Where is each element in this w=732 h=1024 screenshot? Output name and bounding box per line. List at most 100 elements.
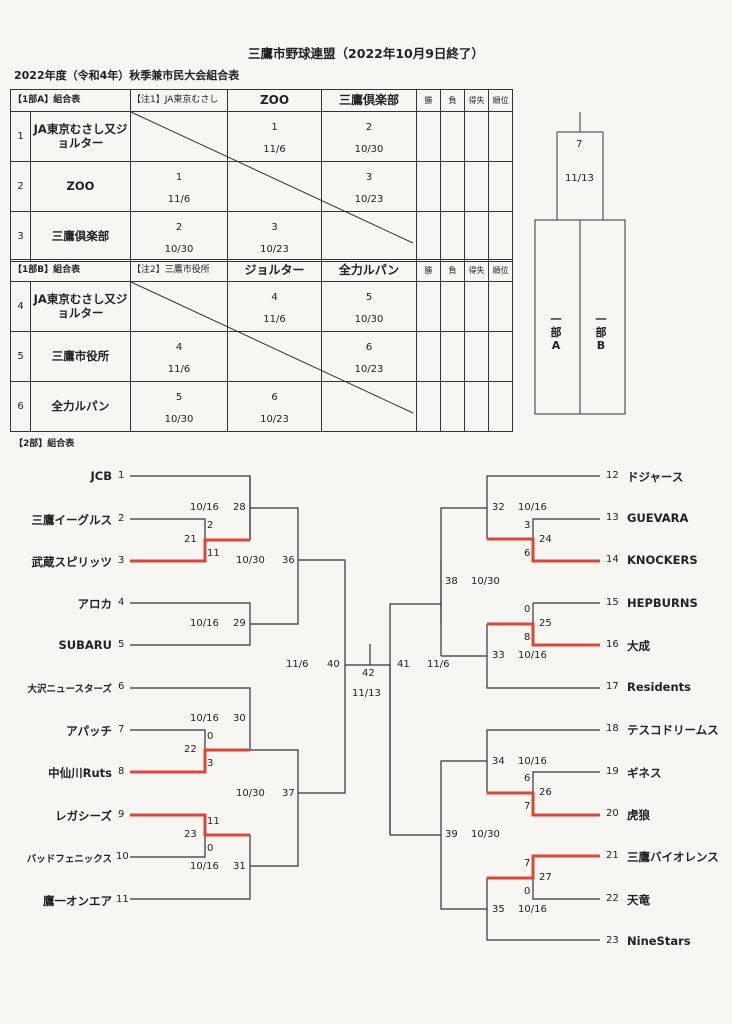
game-number: 5	[175, 392, 183, 403]
score: 6	[524, 773, 531, 784]
stat-cell	[488, 161, 513, 212]
team-name: JCB	[90, 469, 112, 483]
stat-cell	[488, 211, 513, 262]
team-name: 大成	[627, 639, 650, 653]
game-number: 36	[282, 555, 295, 566]
stat-cell	[464, 331, 489, 382]
game-number: 41	[397, 659, 410, 670]
match-cell: 1 11/6	[227, 111, 322, 162]
team-name: HEPBURNS	[627, 596, 698, 610]
team-name: 三鷹市役所	[30, 331, 131, 382]
stat-cell	[416, 211, 441, 262]
team-name: 鷹一オンエア	[43, 894, 112, 908]
game-number: 1	[271, 122, 278, 133]
self-cell	[130, 111, 228, 162]
game-number: 33	[492, 650, 505, 661]
team-number: 1	[118, 470, 125, 481]
stat-header-diff: 得失	[464, 89, 489, 112]
game-number: 38	[445, 576, 458, 587]
team-name: 三鷹バイオレンス	[627, 850, 719, 864]
team-number: 21	[606, 850, 619, 861]
team-name: JA東京むさし又ジョルター	[30, 281, 131, 332]
stat-cell	[416, 281, 441, 332]
stat-header-wins: 勝	[416, 89, 441, 112]
stat-cell	[464, 281, 489, 332]
game-number: 37	[282, 788, 295, 799]
stat-cell	[464, 111, 489, 162]
group-a-note: 【注1】JA東京むさし	[130, 89, 228, 112]
game-number: 35	[492, 904, 505, 915]
group-b-label: 【1部B】組合表	[10, 259, 131, 282]
team-number: 16	[606, 639, 619, 650]
game-number: 31	[233, 861, 246, 872]
stat-cell	[464, 211, 489, 262]
team-number: 19	[606, 766, 619, 777]
stat-header-diff: 得失	[464, 259, 489, 282]
game-number: 29	[233, 618, 246, 629]
game-date: 10/16	[518, 756, 547, 767]
game-number: 4	[271, 292, 278, 303]
team-number: 11	[116, 894, 129, 905]
score: 3	[524, 520, 531, 531]
team-number: 20	[606, 808, 619, 819]
game-number: 21	[184, 534, 197, 545]
row-number: 5	[10, 331, 31, 382]
game-date: 10/30	[164, 414, 194, 425]
score: 0	[524, 886, 531, 897]
stat-cell	[488, 331, 513, 382]
self-cell	[321, 211, 417, 262]
score: 7	[524, 858, 531, 869]
self-cell	[321, 381, 417, 432]
score: 6	[524, 548, 531, 559]
team-number: 23	[606, 935, 619, 946]
div1-final-game-number: 7	[576, 139, 583, 150]
group-b-note: 【注2】三鷹市役所	[130, 259, 228, 282]
team-number: 18	[606, 723, 619, 734]
game-number: 23	[184, 829, 197, 840]
score: 0	[207, 843, 214, 854]
game-number: 5	[365, 292, 373, 303]
stat-cell	[440, 331, 465, 382]
self-cell	[227, 161, 322, 212]
team-name: 天竜	[627, 893, 650, 907]
score: 2	[207, 520, 214, 531]
score: 7	[524, 801, 531, 812]
game-number: 40	[327, 659, 340, 670]
game-date: 10/23	[354, 364, 384, 375]
game-number: 24	[539, 534, 552, 545]
team-name: アロカ	[77, 597, 113, 611]
row-number: 3	[10, 211, 31, 262]
team-name: 三鷹倶楽部	[30, 211, 131, 262]
self-cell	[227, 331, 322, 382]
team-name: SUBARU	[58, 638, 112, 652]
game-date: 10/16	[190, 502, 219, 513]
game-date: 10/16	[190, 713, 219, 724]
score: 11	[207, 548, 220, 559]
row-number: 2	[10, 161, 31, 212]
team-name: 三鷹イーグルス	[31, 513, 113, 527]
team-name: Residents	[627, 680, 692, 694]
stat-header-losses: 負	[440, 89, 465, 112]
stat-cell	[464, 161, 489, 212]
game-date: 11/6	[263, 144, 286, 155]
team-number: 8	[118, 766, 125, 777]
game-date: 11/6	[167, 364, 191, 375]
stat-cell	[440, 211, 465, 262]
game-date: 11/6	[167, 194, 191, 205]
group-b-col-header: ジョルター	[227, 259, 322, 282]
game-date: 10/16	[518, 502, 547, 513]
game-number: 30	[233, 713, 246, 724]
team-name: 虎狼	[627, 808, 650, 822]
team-number: 2	[118, 513, 125, 524]
game-date: 10/30	[471, 576, 500, 587]
game-number: 6	[365, 342, 373, 353]
game-number: 32	[492, 502, 505, 513]
team-name: GUEVARA	[627, 511, 689, 525]
row-number: 4	[10, 281, 31, 332]
